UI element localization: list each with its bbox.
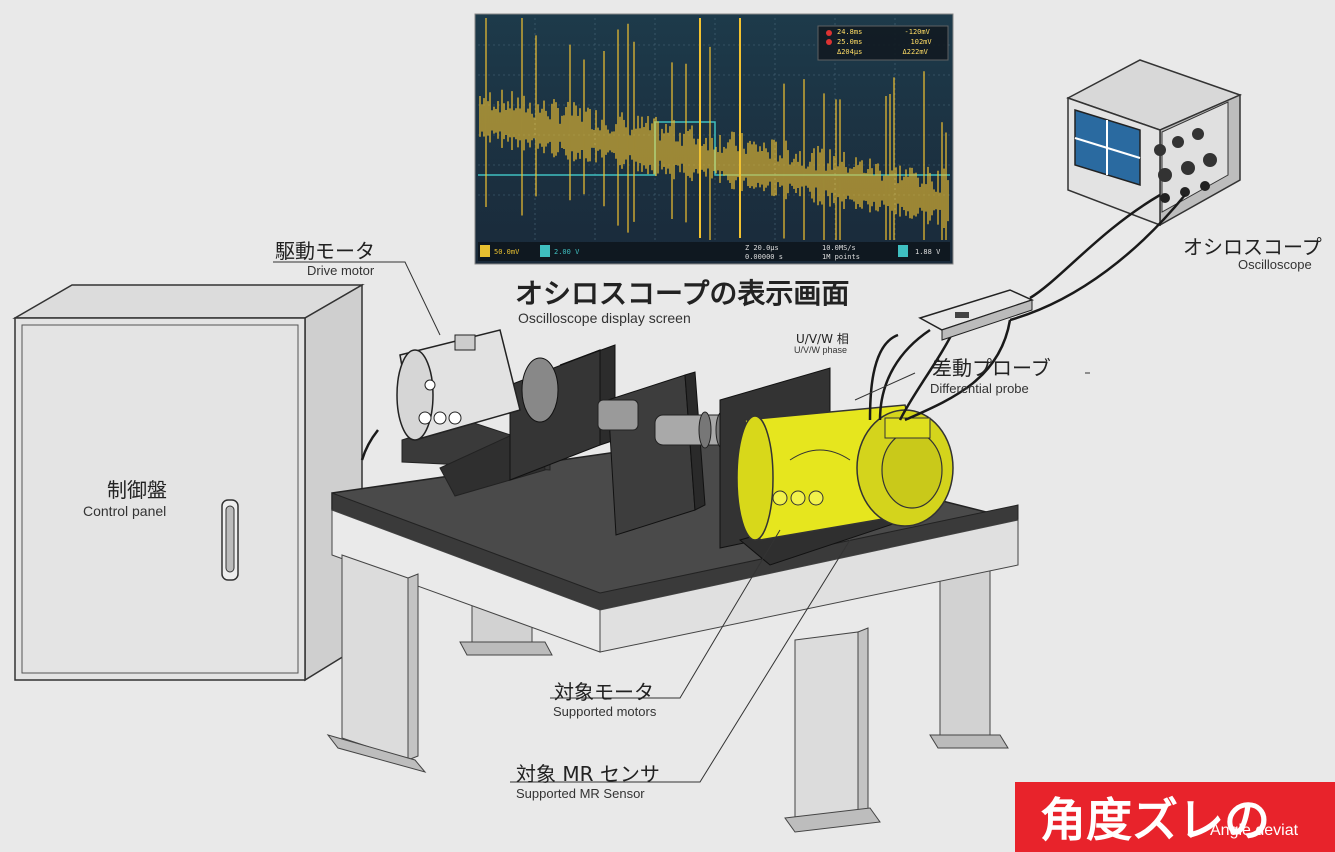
leader-lines: [273, 261, 1090, 783]
banner-title: 角度ズレの: [1040, 793, 1270, 847]
uvw-phase-label-en: U/V/W phase: [794, 345, 848, 355]
oscilloscope-label-en: Oscilloscope: [1238, 257, 1312, 272]
readout-volt-1: -120mV: [904, 28, 930, 36]
scope-sample-rate: 10.0MS/s: [822, 244, 856, 252]
banner-subtitle: Angle deviat: [1210, 822, 1299, 839]
cables: [360, 193, 1186, 461]
oscilloscope-screen-capture: [474, 13, 954, 265]
scope-ch2-scale: 2.00 V: [554, 248, 580, 256]
oscilloscope-device: [1066, 59, 1243, 227]
drive-motor-label: 駆動モータ: [275, 239, 375, 263]
differential-probe-label-en: Differential probe: [930, 381, 1029, 396]
scope-trigger-level: 1.88 V: [915, 248, 941, 256]
target-motor-label: 対象モータ: [554, 680, 654, 704]
oscilloscope-label: オシロスコープ: [1183, 235, 1322, 259]
drive-motor: [396, 329, 521, 441]
control-panel-label-en: Control panel: [83, 503, 167, 519]
differential-probe: [918, 289, 1035, 341]
screen-title: オシロスコープの表示画面: [515, 277, 850, 310]
uvw-phase-label: U/V/W 相: [796, 332, 849, 346]
scope-readout-row-3: Δ204μs Δ222mV: [837, 48, 928, 57]
scope-offset: 0.00000 s: [745, 253, 783, 261]
target-motor: [736, 404, 954, 541]
target-motor-label-en: Supported motors: [553, 704, 657, 719]
control-panel-label: 制御盤: [107, 478, 167, 502]
readout-time-1: 24.8ms: [837, 28, 863, 36]
scope-record-length: 1M points: [822, 253, 860, 261]
scope-timebase: Z 20.0μs: [745, 244, 779, 252]
target-sensor-label-en: Supported MR Sensor: [516, 786, 645, 801]
readout-delta-time: Δ204μs: [837, 48, 863, 56]
screen-title-en: Oscilloscope display screen: [518, 310, 691, 326]
intermediate-bracket: [607, 371, 706, 536]
scope-readout-row-2: 25.0ms 102mV: [837, 38, 932, 47]
readout-volt-2: 102mV: [910, 38, 932, 46]
differential-probe-label: 差動プローブ: [932, 356, 1051, 380]
panel-handle: [221, 499, 239, 581]
drive-motor-label-en: Drive motor: [307, 263, 375, 278]
control-panel-cabinet: [12, 283, 365, 682]
readout-time-2: 25.0ms: [837, 38, 863, 46]
scope-readout-row-1: 24.8ms -120mV: [837, 28, 930, 37]
target-sensor-label: 対象 MR センサ: [516, 762, 660, 786]
scope-ch1-scale: 50.0mV: [494, 248, 520, 256]
readout-delta-volt: Δ222mV: [902, 48, 928, 56]
